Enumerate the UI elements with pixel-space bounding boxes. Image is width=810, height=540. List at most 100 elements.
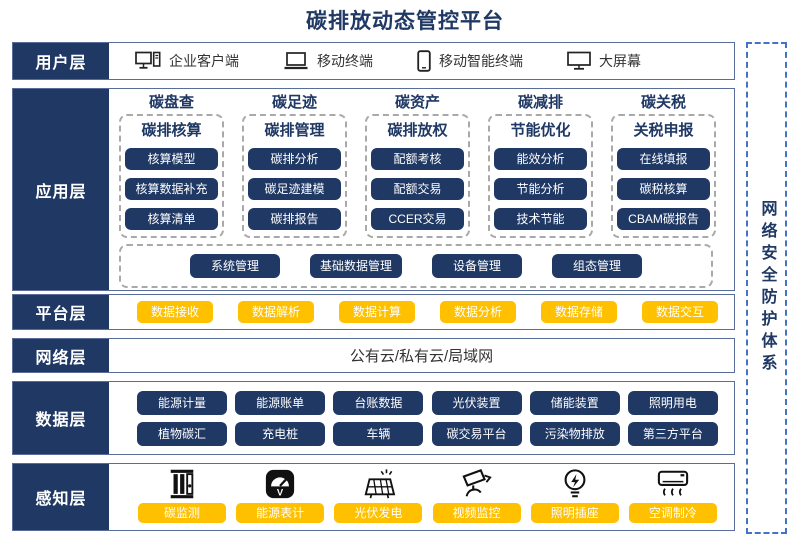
- app-module-chip: CBAM碳报告: [617, 208, 710, 230]
- smartphone-icon: [417, 50, 431, 72]
- data-source-row: 能源计量 能源账单 台账数据 光伏装置 储能装置 照明用电: [137, 390, 718, 415]
- layer-perception: 感知层 碳监测: [12, 463, 735, 531]
- data-source-chip: 台账数据: [333, 390, 424, 415]
- perception-item-label: 碳监测: [138, 503, 226, 523]
- data-source-chip: 车辆: [333, 421, 424, 446]
- layer-platform: 平台层 数据接收 数据解析 数据计算 数据分析 数据存储 数据交互: [12, 294, 735, 330]
- energy-meter-icon: V: [264, 467, 296, 500]
- app-column-carbon-tariff: 碳关税 关税申报 在线填报 碳税核算 CBAM碳报告: [611, 93, 716, 238]
- app-column-box: 碳排管理 碳排分析 碳足迹建模 碳排报告: [242, 114, 347, 238]
- app-column-subtitle: 碳排管理: [264, 122, 325, 139]
- app-module-chip: 配额考核: [371, 148, 464, 170]
- platform-capability-chip: 数据分析: [440, 301, 516, 323]
- desktop-pc-icon: [135, 51, 161, 71]
- app-column-header: 碳资产: [394, 94, 440, 111]
- data-source-chip: 能源账单: [235, 390, 326, 415]
- platform-capability-chip: 数据存储: [541, 301, 617, 323]
- laptop-icon: [283, 51, 309, 71]
- layer-perception-content: 碳监测 V 能源表计: [109, 464, 734, 530]
- app-column-header: 碳减排: [517, 94, 563, 111]
- layer-application-label: 应用层: [13, 89, 109, 290]
- app-column-subtitle: 碳排核算: [141, 122, 202, 139]
- data-source-chip: 碳交易平台: [431, 421, 522, 446]
- app-column-header: 碳盘查: [148, 94, 194, 111]
- app-common-module-chip: 组态管理: [552, 254, 642, 278]
- layer-network-label: 网络层: [13, 339, 109, 372]
- app-module-chip: 碳排报告: [248, 208, 341, 230]
- app-module-chip: 核算模型: [125, 148, 218, 170]
- data-source-chip: 储能装置: [529, 390, 620, 415]
- app-module-chip: 碳税核算: [617, 178, 710, 200]
- carbon-monitor-icon: [165, 467, 199, 500]
- perception-item: 空调制冷: [628, 467, 718, 523]
- user-terminal-label: 大屏幕: [599, 53, 641, 69]
- platform-capability-chip: 数据解析: [238, 301, 314, 323]
- app-column-carbon-footprint: 碳足迹 碳排管理 碳排分析 碳足迹建模 碳排报告: [242, 93, 347, 238]
- large-screen-icon: [567, 51, 591, 71]
- security-system-label: 网络安全防护体系: [758, 200, 776, 376]
- lighting-socket-icon: [560, 467, 590, 500]
- app-module-chip: 配额交易: [371, 178, 464, 200]
- layer-network: 网络层 公有云/私有云/局域网: [12, 338, 735, 373]
- app-column-box: 节能优化 能效分析 节能分析 技术节能: [488, 114, 593, 238]
- layer-network-content: 公有云/私有云/局域网: [109, 339, 734, 372]
- user-terminal-label: 移动智能终端: [439, 53, 523, 69]
- app-column-box: 关税申报 在线填报 碳税核算 CBAM碳报告: [611, 114, 716, 238]
- air-conditioner-icon: [655, 467, 691, 500]
- svg-text:V: V: [277, 486, 284, 497]
- layer-platform-label: 平台层: [13, 295, 109, 329]
- app-common-module-chip: 基础数据管理: [309, 254, 402, 278]
- perception-item-label: 光伏发电: [334, 503, 423, 523]
- app-column-subtitle: 碳排放权: [387, 122, 448, 139]
- app-module-chip: CCER交易: [371, 208, 464, 230]
- perception-item-label: 视频监控: [432, 503, 521, 523]
- perception-item: 视频监控: [432, 467, 522, 523]
- layer-data-content: 能源计量 能源账单 台账数据 光伏装置 储能装置 照明用电 植物碳汇 充电桩 车…: [109, 382, 734, 454]
- data-source-chip: 照明用电: [627, 390, 718, 415]
- layer-data: 数据层 能源计量 能源账单 台账数据 光伏装置 储能装置 照明用电 植物碳汇 充…: [12, 381, 735, 455]
- app-module-chip: 碳足迹建模: [248, 178, 341, 200]
- data-source-chip: 污染物排放: [529, 421, 620, 446]
- perception-item: 碳监测: [137, 467, 227, 523]
- app-column-box: 碳排核算 核算模型 核算数据补充 核算清单: [119, 114, 224, 238]
- platform-capability-chip: 数据接收: [137, 301, 213, 323]
- layer-application-content: 碳盘查 碳排核算 核算模型 核算数据补充 核算清单 碳足迹 碳排管理 碳排分析 …: [109, 89, 734, 290]
- app-column-subtitle: 节能优化: [510, 122, 571, 139]
- user-terminal-item: 移动智能终端: [417, 50, 523, 72]
- page-title: 碳排放动态管控平台: [306, 10, 504, 33]
- data-source-row: 植物碳汇 充电桩 车辆 碳交易平台 污染物排放 第三方平台: [137, 421, 718, 446]
- app-column-subtitle: 关税申报: [633, 122, 694, 139]
- layer-application: 应用层 碳盘查 碳排核算 核算模型 核算数据补充 核算清单 碳足迹 碳排管理: [12, 88, 735, 291]
- app-column-header: 碳足迹: [271, 94, 317, 111]
- application-columns: 碳盘查 碳排核算 核算模型 核算数据补充 核算清单 碳足迹 碳排管理 碳排分析 …: [119, 93, 728, 238]
- app-module-chip: 技术节能: [494, 208, 587, 230]
- perception-item: 照明插座: [530, 467, 620, 523]
- data-source-chip: 光伏装置: [431, 390, 522, 415]
- layer-user-content: 企业客户端 移动终端 移动智能终端: [109, 43, 734, 79]
- app-module-chip: 能效分析: [494, 148, 587, 170]
- app-column-carbon-inventory: 碳盘查 碳排核算 核算模型 核算数据补充 核算清单: [119, 93, 224, 238]
- user-terminal-label: 移动终端: [317, 53, 373, 69]
- platform-capability-chip: 数据交互: [642, 301, 718, 323]
- layer-platform-content: 数据接收 数据解析 数据计算 数据分析 数据存储 数据交互: [109, 295, 734, 329]
- perception-item: V 能源表计: [235, 467, 325, 523]
- data-source-chip: 植物碳汇: [137, 421, 227, 446]
- app-module-chip: 碳排分析: [248, 148, 341, 170]
- user-terminal-item: 大屏幕: [567, 51, 641, 71]
- user-terminal-label: 企业客户端: [169, 53, 239, 69]
- app-common-module-chip: 设备管理: [432, 254, 522, 278]
- perception-item-label: 能源表计: [236, 503, 325, 523]
- app-module-chip: 核算清单: [125, 208, 218, 230]
- app-column-carbon-reduction: 碳减排 节能优化 能效分析 节能分析 技术节能: [488, 93, 593, 238]
- app-column-box: 碳排放权 配额考核 配额交易 CCER交易: [365, 114, 470, 238]
- platform-capability-chip: 数据计算: [339, 301, 415, 323]
- layer-user-label: 用户层: [13, 43, 109, 79]
- data-source-chip: 第三方平台: [627, 421, 718, 446]
- network-cloud-text: 公有云/私有云/局域网: [349, 348, 494, 365]
- user-terminal-item: 企业客户端: [135, 51, 239, 71]
- app-common-modules-box: 系统管理 基础数据管理 设备管理 组态管理: [119, 244, 713, 288]
- app-module-chip: 节能分析: [494, 178, 587, 200]
- video-surveillance-icon: [459, 467, 495, 500]
- perception-item-label: 空调制冷: [628, 503, 717, 523]
